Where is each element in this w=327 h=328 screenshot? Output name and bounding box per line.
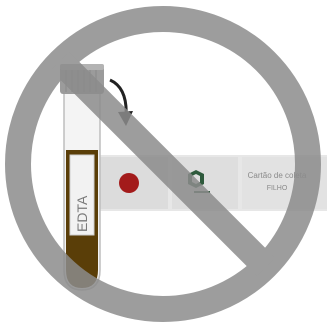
prohibition-icon <box>5 6 321 322</box>
card-title: Cartão de coleta <box>248 171 307 180</box>
tube-label-sticker <box>69 154 95 236</box>
tube-label: EDTA <box>74 195 90 232</box>
card-subtitle: FILHO <box>267 185 288 192</box>
blood-spot <box>119 173 139 193</box>
